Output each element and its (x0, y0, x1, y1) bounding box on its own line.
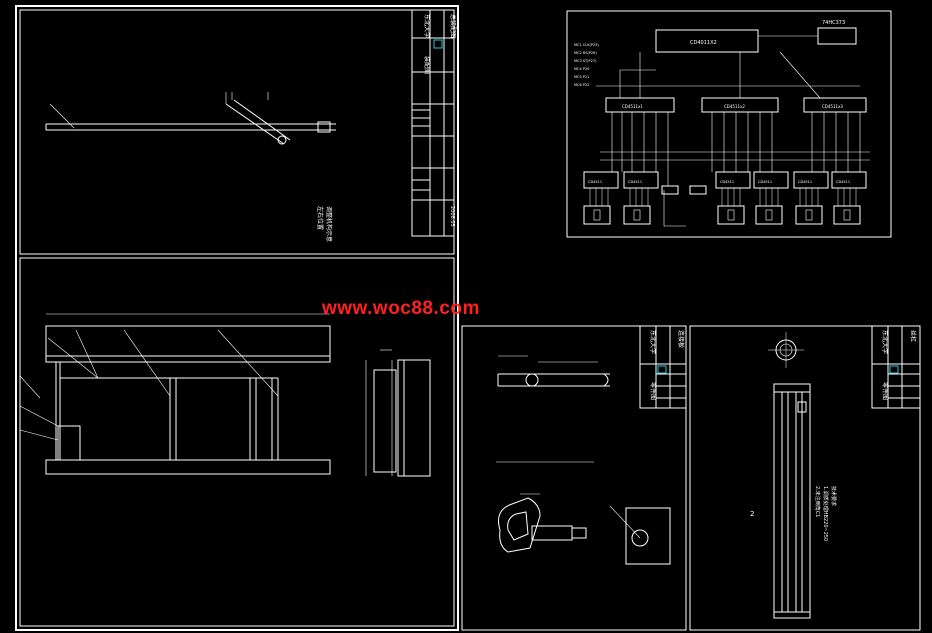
screw-section (768, 332, 804, 368)
front-view-frame (19, 313, 331, 475)
screw-long-view (773, 383, 811, 619)
sheet-circuit-schematic (566, 10, 892, 238)
title-block-school: 东北大学 (881, 330, 889, 354)
part-label: 2 (750, 510, 754, 518)
title-block-type: 零件图 (649, 382, 657, 400)
driver-1: CD4511 (588, 180, 602, 184)
title-block (871, 325, 921, 409)
title-block-school: 东北大学 (423, 14, 431, 38)
drawing-note-line-1: 左右位置 (316, 206, 324, 230)
tech-requirements-1: 1.调质处理HB220~250 (822, 486, 829, 541)
chip-main: CD4011X2 (690, 40, 717, 46)
chip-mid-1: CD4511x1 (622, 104, 643, 109)
title-block (411, 9, 455, 237)
title-block-name: 总装配图 (449, 14, 457, 38)
driver-3: CD4511 (720, 180, 734, 184)
chip-side: 74HC373 (822, 20, 845, 26)
title-block-school: 东北大学 (649, 330, 657, 354)
title-block-type: 装配图 (423, 56, 431, 74)
pin-part (497, 355, 610, 387)
title-block (639, 325, 687, 409)
signal-6: MC6 P22 (574, 83, 589, 87)
driver-2: CD4511 (628, 180, 642, 184)
end-view (365, 349, 431, 477)
title-block-date: 2008.05 (449, 206, 455, 227)
driver-4: CD4511 (758, 180, 772, 184)
sheet-screw-drawing (689, 325, 921, 631)
watermark-text: www.woc88.com (322, 298, 480, 319)
title-block-name: 连接板 (677, 330, 685, 348)
sheet-part-drawing (461, 325, 687, 631)
sheet-assembly-drawing (15, 5, 459, 631)
tech-requirements-2: 2.未注倒角C1 (814, 486, 821, 517)
chip-mid-3: CD4511x3 (822, 104, 843, 109)
bracket-part (496, 461, 671, 565)
title-block-type: 零件图 (881, 382, 889, 400)
signal-5: MC5 P21 (574, 75, 589, 79)
tech-requirements-title: 技术要求 (830, 486, 837, 506)
chip-mid-2: CD4511x2 (724, 104, 745, 109)
signal-1: MC1 CLK(P25) (574, 43, 599, 47)
signal-3: MC3 ST(P27) (574, 59, 597, 63)
signal-2: MC2 RS(P26) (574, 51, 597, 55)
signal-4: MC4 P20 (574, 67, 589, 71)
driver-6: CD4511 (836, 180, 850, 184)
title-block-name: 丝杠 (909, 330, 917, 342)
drawing-note-line-2: 调整机构示意 (325, 206, 333, 242)
side-view-bar (45, 92, 336, 145)
driver-5: CD4511 (798, 180, 812, 184)
